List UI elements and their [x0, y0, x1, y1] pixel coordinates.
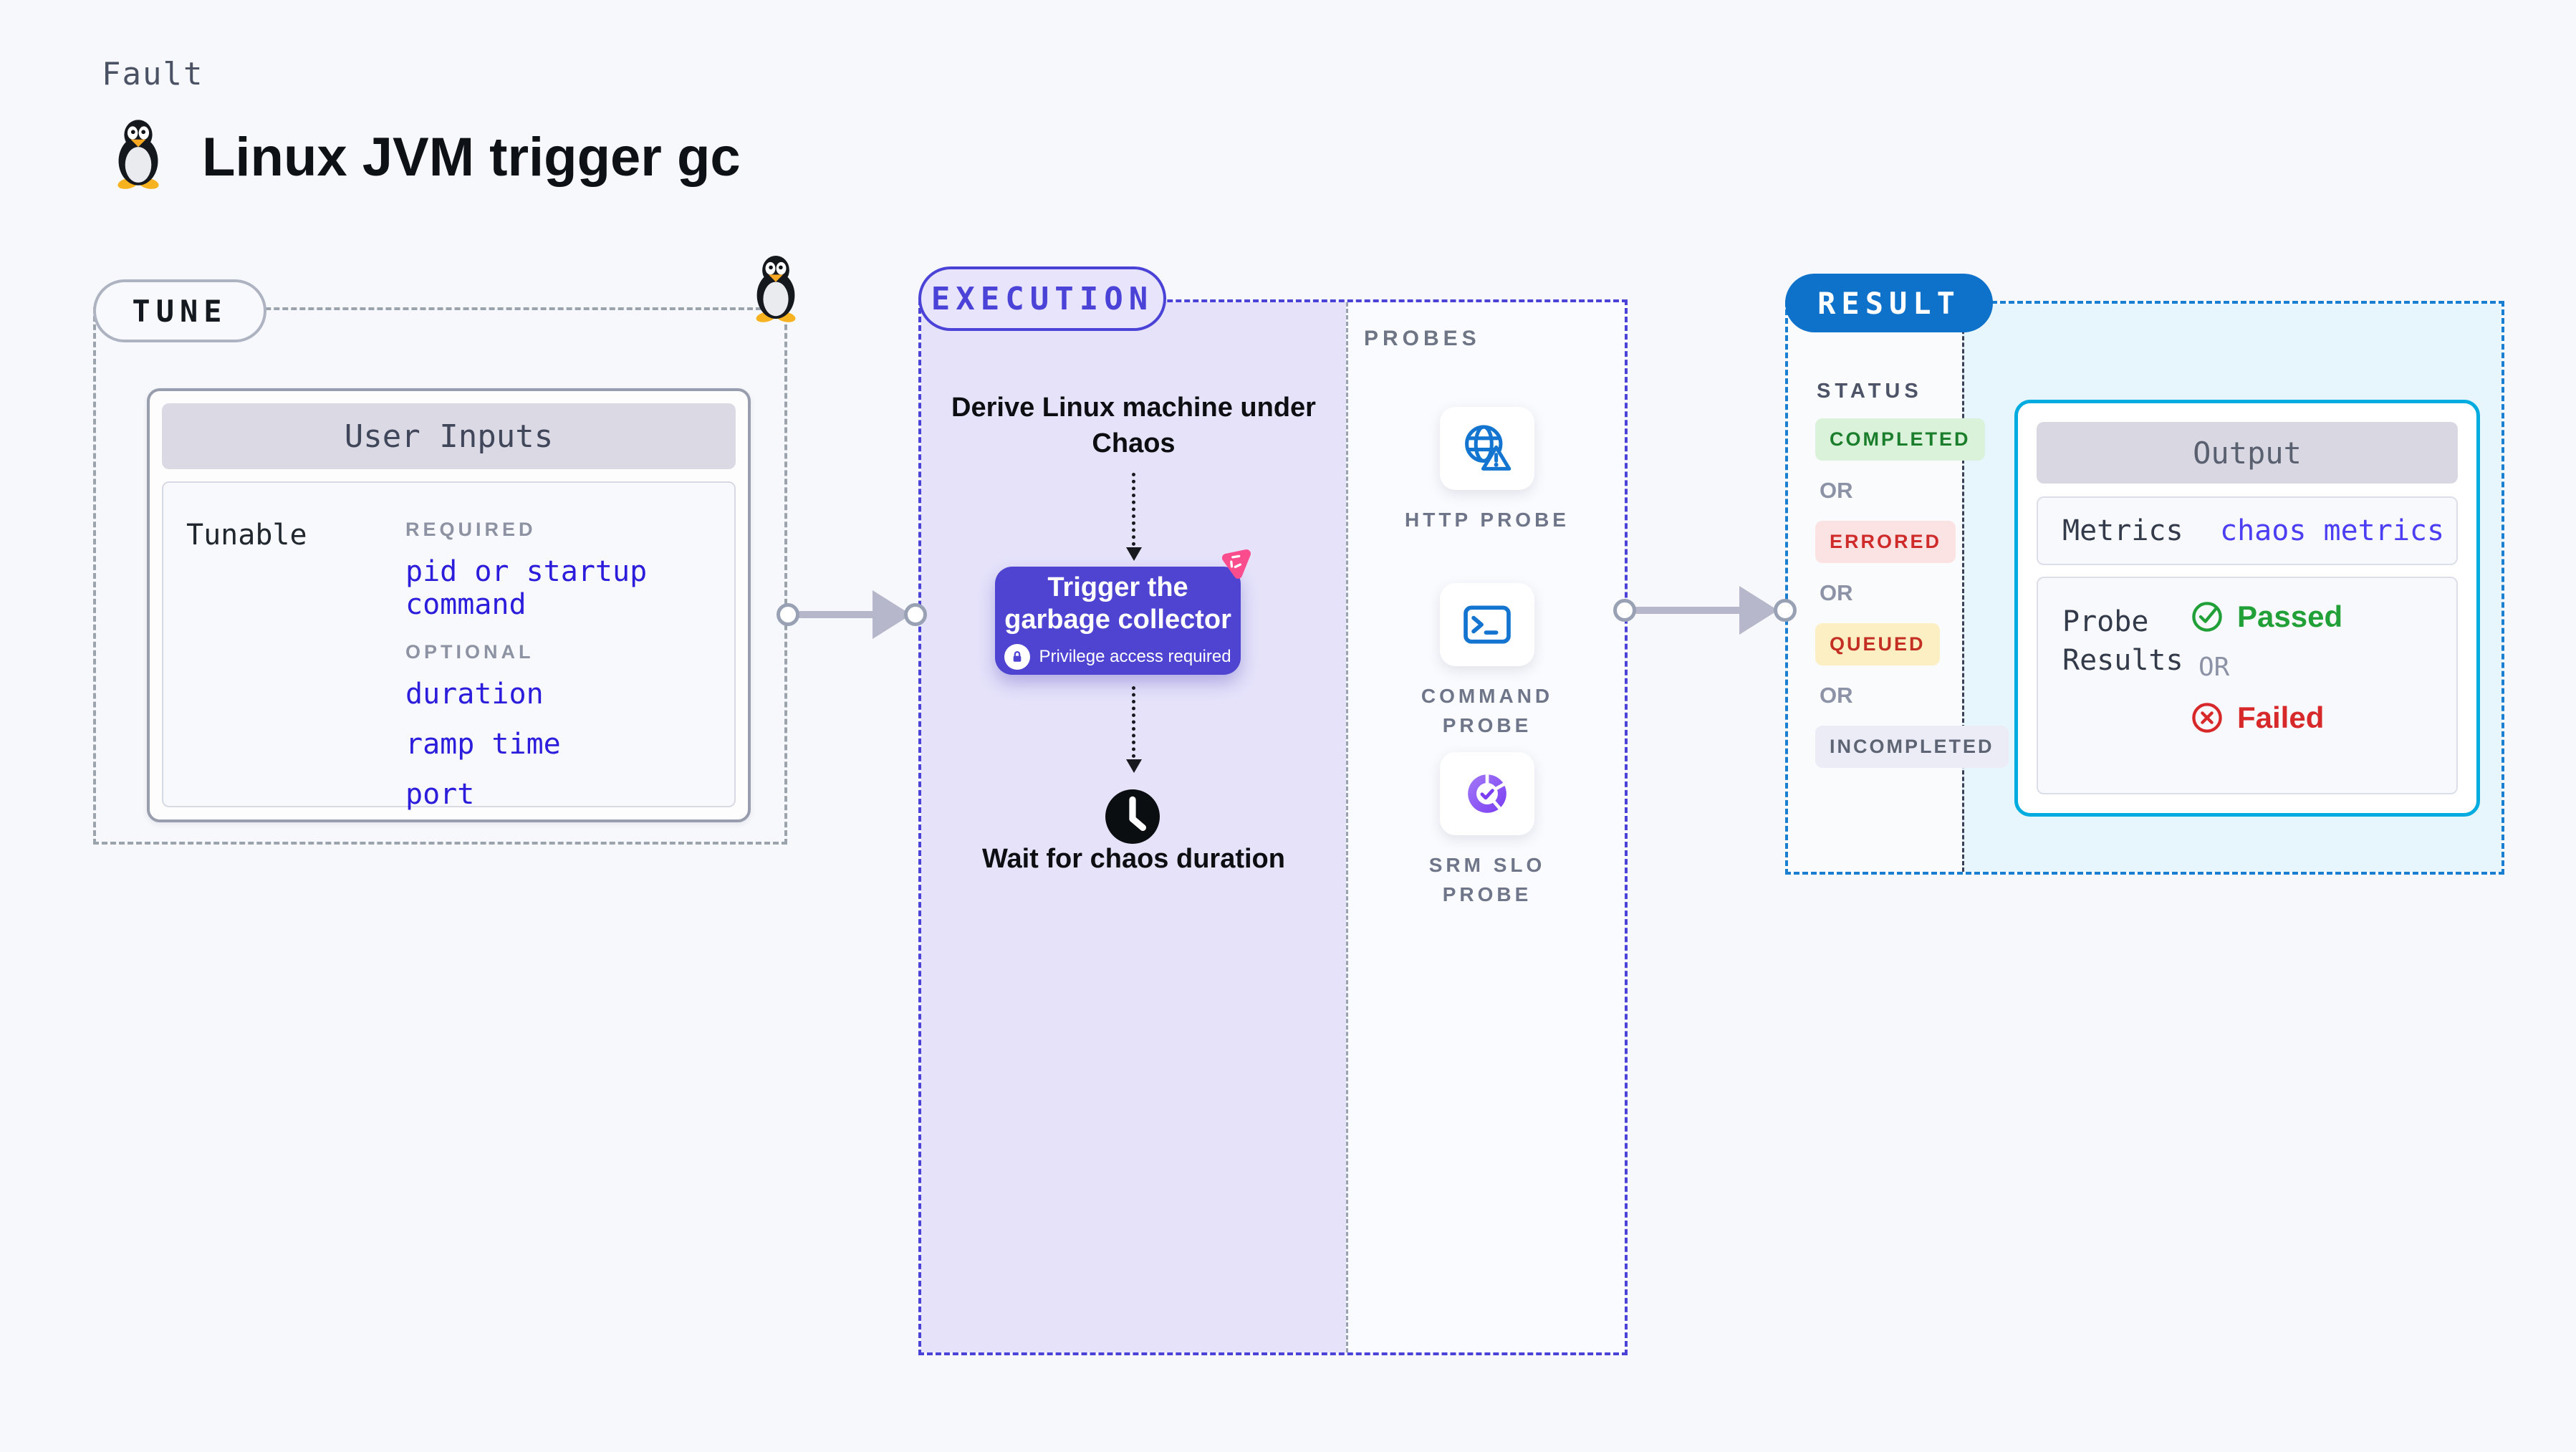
- flow-dotted-line: [1132, 686, 1135, 758]
- status-badge-incompleted: INCOMPLETED: [1815, 726, 2009, 768]
- globe-alert-icon: [1465, 425, 1512, 471]
- linux-penguin-icon: [117, 120, 159, 189]
- probes-label: PROBES: [1364, 327, 1481, 350]
- connector-port-dot: [904, 603, 927, 626]
- metrics-label: Metrics: [2062, 514, 2183, 547]
- chaos-logo-icon: [1221, 549, 1251, 579]
- connector-port-dot: [1774, 599, 1797, 622]
- passed-label: Passed: [2237, 600, 2343, 633]
- or-label: OR: [2198, 653, 2230, 682]
- arrow-down-icon: [1126, 547, 1142, 561]
- tunable-ramp-time: ramp time: [405, 728, 561, 761]
- status-label: STATUS: [1817, 380, 1923, 403]
- status-stack: COMPLETED OR ERRORED OR QUEUED OR INCOMP…: [1815, 418, 2009, 768]
- output-card: Output Metrics chaos metrics Probe Resul…: [2014, 400, 2480, 817]
- metrics-value: chaos metrics: [2220, 514, 2445, 547]
- privilege-note: Privilege access required: [1004, 644, 1231, 670]
- passed-line: Passed: [2190, 600, 2342, 634]
- connector-line: [788, 611, 877, 618]
- tunable-values: REQUIRED pid or startup command OPTIONAL…: [405, 507, 734, 819]
- privilege-note-text: Privilege access required: [1039, 647, 1231, 667]
- probe-results-values: Passed OR Failed: [2190, 600, 2342, 735]
- page-title: Linux JVM trigger gc: [202, 127, 741, 188]
- command-probe-card[interactable]: [1440, 583, 1534, 666]
- fault-kind-label: Fault: [102, 56, 204, 92]
- status-badge-completed: COMPLETED: [1815, 418, 1985, 461]
- or-label: OR: [1820, 580, 1853, 605]
- probe-results-row: Probe Results Passed OR Failed: [2037, 577, 2458, 794]
- result-label: RESULT: [1785, 274, 1993, 332]
- http-probe-label: HTTP PROBE: [1405, 509, 1570, 531]
- connector-port-dot: [1613, 599, 1636, 622]
- slo-donut-icon: [1468, 773, 1506, 813]
- srm-slo-probe-label: SRM SLO PROBE: [1428, 854, 1546, 905]
- arrowhead-icon: [1739, 586, 1778, 635]
- required-label: REQUIRED: [405, 519, 537, 540]
- execution-step-wait: Wait for chaos duration: [982, 844, 1285, 874]
- tune-label: TUNE: [93, 279, 266, 342]
- execution-to-result-connector: [1613, 586, 1797, 635]
- output-title: Output: [2037, 422, 2458, 484]
- failed-line: Failed: [2190, 701, 2324, 735]
- probe-results-label: Probe Results: [2062, 605, 2183, 677]
- http-probe-card[interactable]: [1440, 407, 1534, 490]
- connector-line: [1625, 607, 1744, 614]
- trigger-gc-label: Trigger the garbage collector: [1004, 572, 1231, 635]
- tunable-port: port: [405, 778, 475, 811]
- or-label: OR: [1820, 478, 1853, 503]
- tunable-duration: duration: [405, 678, 544, 711]
- metrics-row: Metrics chaos metrics: [2037, 496, 2458, 565]
- check-circle-icon: [2192, 602, 2222, 632]
- status-badge-errored: ERRORED: [1815, 521, 1956, 563]
- x-circle-icon: [2192, 703, 2222, 733]
- probes-divider: [1346, 302, 1348, 1352]
- or-label: OR: [1820, 683, 1853, 708]
- linux-penguin-icon: [756, 256, 796, 322]
- lock-icon: [1004, 644, 1031, 670]
- status-badge-queued: QUEUED: [1815, 623, 1940, 665]
- trigger-gc-node[interactable]: Trigger the garbage collector Privilege …: [995, 567, 1241, 675]
- execution-section: Derive Linux machine under Chaos Trigger…: [918, 299, 1628, 1355]
- user-inputs-title: User Inputs: [162, 403, 736, 469]
- execution-flow-pane: Derive Linux machine under Chaos Trigger…: [921, 302, 1346, 1352]
- failed-label: Failed: [2237, 701, 2325, 734]
- execution-label: EXECUTION: [918, 266, 1166, 331]
- tune-section: [93, 307, 787, 845]
- connector-port-dot: [777, 603, 799, 626]
- execution-step-derive: Derive Linux machine under Chaos: [951, 393, 1316, 459]
- arrow-down-icon: [1126, 759, 1142, 773]
- user-inputs-card: User Inputs Tunable REQUIRED pid or star…: [147, 388, 751, 822]
- user-inputs-body: Tunable REQUIRED pid or startup command …: [162, 481, 736, 811]
- tunable-pid-or-startup-command: pid or startup command: [405, 555, 648, 621]
- terminal-icon: [1464, 605, 1511, 644]
- tunable-label: Tunable: [186, 519, 307, 552]
- srm-slo-probe-card[interactable]: [1440, 752, 1534, 835]
- clock-icon: [1105, 789, 1160, 844]
- tune-to-execution-connector: [777, 590, 927, 639]
- optional-label: OPTIONAL: [405, 641, 534, 663]
- flow-dotted-line: [1132, 473, 1135, 546]
- command-probe-label: COMMAND PROBE: [1421, 685, 1554, 736]
